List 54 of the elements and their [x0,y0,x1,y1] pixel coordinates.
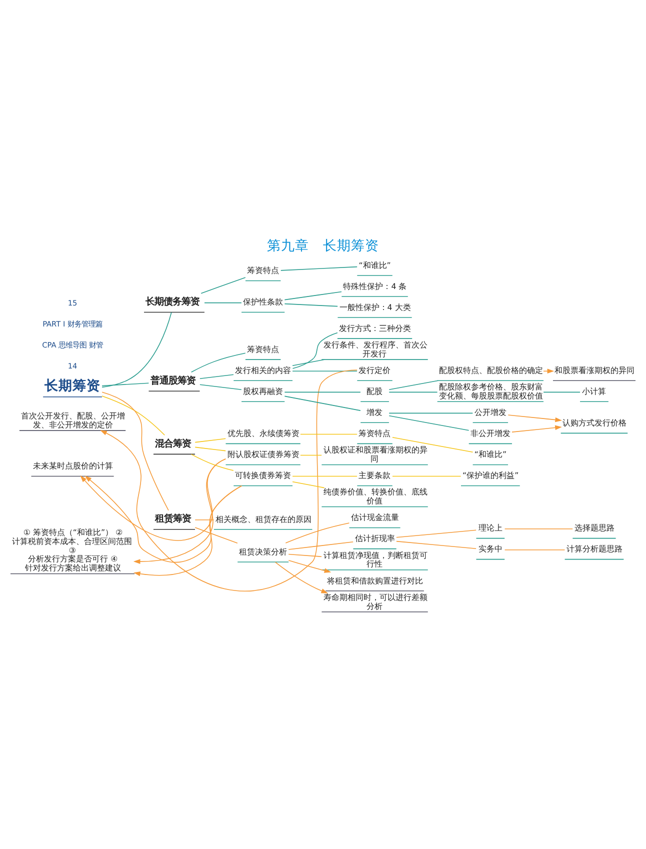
connector [102,382,150,386]
node-text: 长期筹资 [44,378,101,394]
connector [388,392,438,393]
connector [292,332,338,369]
arrow [133,458,226,564]
connector [292,476,358,477]
arrow [288,560,332,573]
connector [280,266,358,271]
node-text: 普通股筹资 [150,375,196,386]
connector [102,396,166,436]
arrow [133,485,242,576]
connector [300,454,322,456]
connector [396,530,476,538]
connector [102,312,172,388]
connector [392,476,462,477]
connector [190,352,246,372]
arrow [274,562,328,594]
connector [204,302,242,304]
connector [285,522,350,544]
connector [292,481,325,488]
connector [284,392,361,393]
connector [504,549,566,550]
connector [194,446,226,452]
connector [292,370,358,372]
connector [392,436,474,453]
connector [292,359,325,366]
connector [284,291,342,300]
connector [200,384,242,390]
arrow [80,458,226,541]
connector [288,554,322,558]
connector [200,277,246,294]
connector [388,380,438,390]
connector [200,374,234,380]
connector [190,454,234,471]
connector [300,434,358,435]
connector [504,528,573,530]
connector [288,541,354,550]
connector [194,438,226,443]
connector [102,392,169,511]
connector [194,527,238,544]
arrow [512,425,562,432]
connector [388,412,474,414]
diagram-title: 第九章 长期筹资 [267,238,379,254]
arrow [508,414,562,422]
node-text: 长期债务筹资 [146,296,200,308]
arrow [100,370,358,592]
arrow [84,476,242,563]
connector [388,415,470,431]
connector [396,540,476,549]
connector [284,396,361,411]
node-text: 混合筹资 [155,438,192,450]
connector [543,392,580,393]
node-text: 租赁筹资 [155,514,192,525]
connector [284,303,338,307]
